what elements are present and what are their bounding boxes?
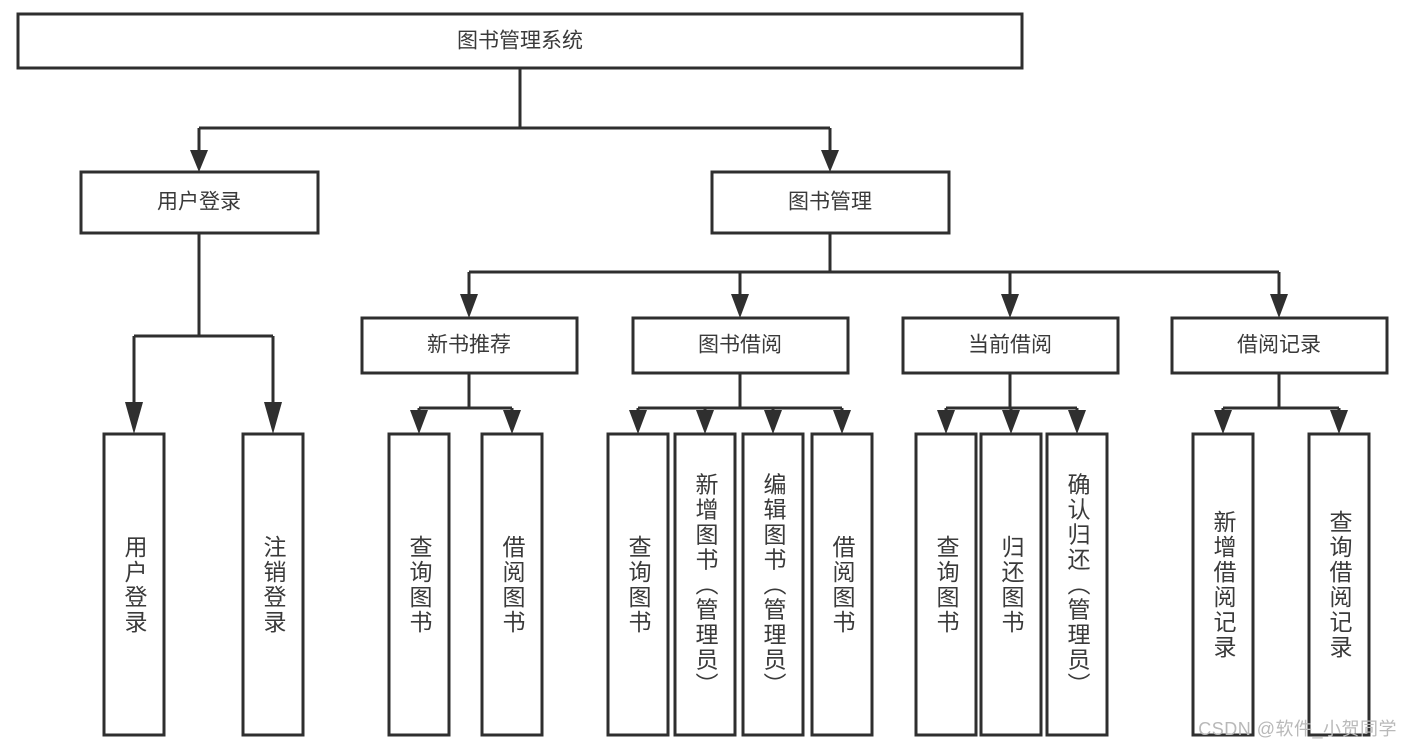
leaf-book-borrow-1[interactable]: 新增图书（管理员） bbox=[673, 432, 737, 737]
node-root-label: 图书管理系统 bbox=[457, 30, 583, 53]
leaf-book-borrow-2[interactable]: 编辑图书（管理员） bbox=[741, 432, 805, 737]
leaf-user-login-1[interactable]: 注销登录 bbox=[241, 432, 305, 737]
node-user-login-label: 用户登录 bbox=[157, 191, 241, 214]
connector-borrowrecord-to-leaves bbox=[1214, 373, 1348, 434]
leaf-borrow-record-0-label: 新增借阅记录 bbox=[1210, 510, 1237, 660]
connector-currentborrow-to-leaves bbox=[937, 373, 1086, 434]
connector-root-to-level1 bbox=[190, 68, 839, 172]
leaf-current-borrow-2-label: 确认归还（管理员） bbox=[1064, 473, 1091, 698]
leaf-borrow-record-1-label: 查询借阅记录 bbox=[1326, 510, 1353, 660]
connector-bookborrow-to-leaves bbox=[629, 373, 851, 434]
leaf-current-borrow-0-label: 查询图书 bbox=[933, 535, 960, 635]
leaf-new-book-recommend-0-label: 查询图书 bbox=[406, 535, 433, 635]
node-new-book-recommend[interactable]: 新书推荐 bbox=[360, 316, 579, 375]
node-book-borrow-label: 图书借阅 bbox=[698, 334, 782, 357]
leaf-current-borrow-2[interactable]: 确认归还（管理员） bbox=[1045, 432, 1109, 737]
node-current-borrow-label: 当前借阅 bbox=[968, 334, 1052, 357]
leaf-borrow-record-1[interactable]: 查询借阅记录 bbox=[1307, 432, 1371, 737]
csdn-watermark: CSDN @软件_小贺同学 bbox=[1198, 719, 1397, 739]
leaf-borrow-record-0[interactable]: 新增借阅记录 bbox=[1191, 432, 1255, 737]
leaf-current-borrow-1-label: 归还图书 bbox=[998, 535, 1025, 635]
leaf-current-borrow-0[interactable]: 查询图书 bbox=[914, 432, 978, 737]
node-root-system[interactable]: 图书管理系统 bbox=[16, 12, 1024, 70]
node-book-management[interactable]: 图书管理 bbox=[710, 170, 951, 235]
node-borrow-record[interactable]: 借阅记录 bbox=[1170, 316, 1389, 375]
node-user-login[interactable]: 用户登录 bbox=[79, 170, 320, 235]
leaf-user-login-1-label: 注销登录 bbox=[260, 535, 287, 635]
leaf-book-borrow-0-label: 查询图书 bbox=[625, 535, 652, 635]
leaf-user-login-0-label: 用户登录 bbox=[121, 535, 148, 635]
node-current-borrow[interactable]: 当前借阅 bbox=[901, 316, 1120, 375]
leaf-new-book-recommend-1-label: 借阅图书 bbox=[499, 535, 526, 635]
leaf-book-borrow-3[interactable]: 借阅图书 bbox=[810, 432, 874, 737]
connector-bookmgmt-to-level2 bbox=[460, 233, 1288, 318]
leaf-new-book-recommend-1[interactable]: 借阅图书 bbox=[480, 432, 544, 737]
leaf-user-login-0[interactable]: 用户登录 bbox=[102, 432, 166, 737]
node-borrow-record-label: 借阅记录 bbox=[1237, 334, 1321, 357]
leaf-book-borrow-0[interactable]: 查询图书 bbox=[606, 432, 670, 737]
leaf-new-book-recommend-0[interactable]: 查询图书 bbox=[387, 432, 451, 737]
leaf-book-borrow-1-label: 新增图书（管理员） bbox=[692, 473, 719, 698]
leaf-book-borrow-3-label: 借阅图书 bbox=[829, 535, 856, 635]
connector-userlogin-to-leaves bbox=[125, 233, 282, 434]
connector-newbook-to-leaves bbox=[410, 373, 521, 434]
node-new-book-recommend-label: 新书推荐 bbox=[427, 334, 511, 357]
node-book-borrow[interactable]: 图书借阅 bbox=[631, 316, 850, 375]
leaf-current-borrow-1[interactable]: 归还图书 bbox=[979, 432, 1043, 737]
node-book-management-label: 图书管理 bbox=[788, 191, 872, 214]
leaf-book-borrow-2-label: 编辑图书（管理员） bbox=[760, 473, 787, 698]
